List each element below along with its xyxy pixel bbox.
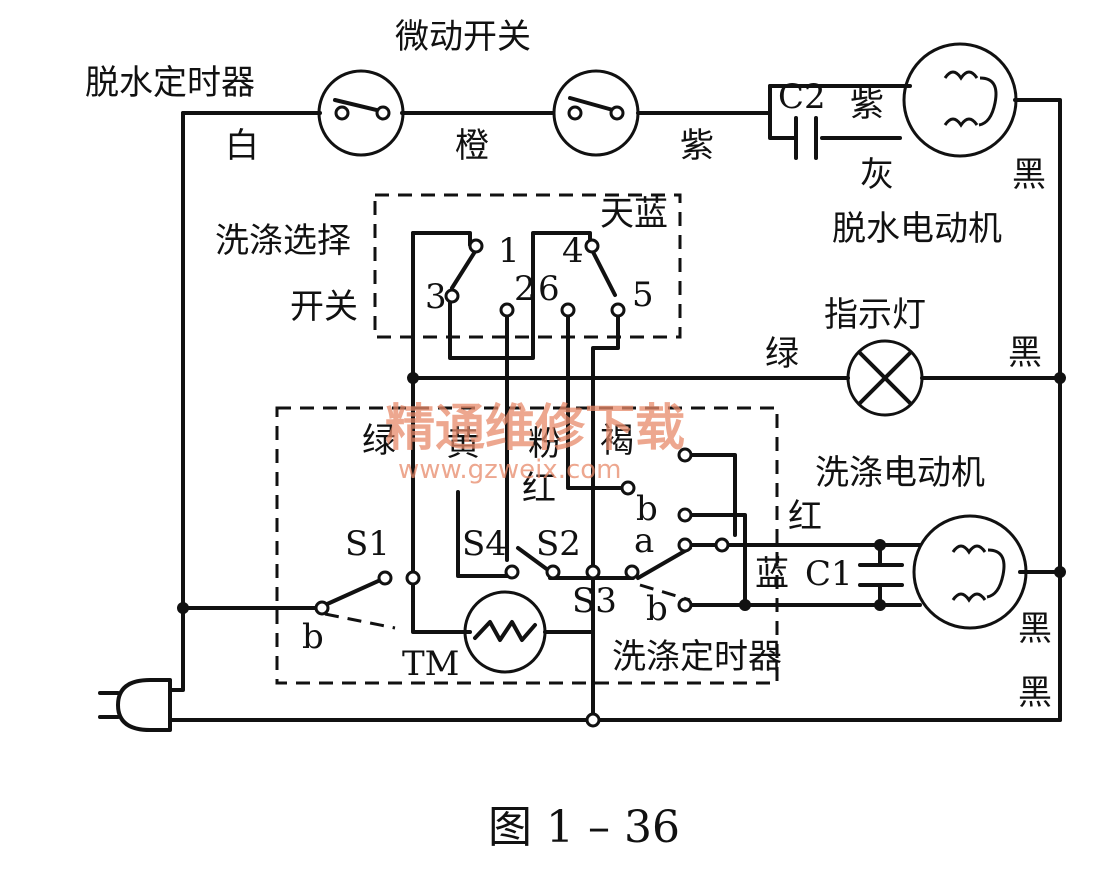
wash-select-switch-box bbox=[373, 193, 682, 339]
sky-blue-label: 天蓝 bbox=[600, 194, 668, 234]
contact-b-label-2: b bbox=[646, 589, 668, 629]
junction-nodes bbox=[177, 372, 1066, 614]
contact-b-label-3: b bbox=[302, 617, 324, 657]
wire-black-label-1: 黑 bbox=[1012, 155, 1046, 195]
wire-yellow-label: 黄 bbox=[446, 424, 480, 464]
capacitor-c1 bbox=[858, 563, 904, 587]
figure-caption: 图 1 – 36 bbox=[488, 802, 680, 853]
terminals bbox=[314, 238, 730, 728]
contact-a-label: a bbox=[634, 521, 654, 561]
spin-timer-symbol bbox=[317, 69, 405, 157]
watermark-url: www.gzweix.com bbox=[398, 455, 622, 485]
wire-blue-label: 蓝 bbox=[755, 554, 789, 594]
wire-red-label-1: 红 bbox=[522, 469, 556, 509]
wash-motor-label: 洗涤电动机 bbox=[815, 453, 985, 493]
wash-timer-box bbox=[275, 406, 779, 685]
terminal-1-label: 1 bbox=[498, 231, 520, 271]
timer-motor-tm bbox=[463, 590, 547, 674]
wash-select-label-1: 洗涤选择 bbox=[215, 221, 351, 261]
wire-black-label-4: 黑 bbox=[1018, 673, 1052, 713]
wire-black-label-2: 黑 bbox=[1008, 333, 1042, 373]
power-plug bbox=[98, 678, 172, 732]
wire-green-label-1: 绿 bbox=[765, 334, 799, 374]
tm-label: TM bbox=[402, 644, 460, 684]
spin-motor-label: 脱水电动机 bbox=[832, 209, 1002, 249]
c1-label: C1 bbox=[805, 554, 853, 594]
wire-brown-label: 褐 bbox=[600, 421, 634, 461]
wire-white-label: 白 bbox=[225, 126, 259, 166]
spin-motor-symbol bbox=[902, 42, 1018, 158]
wire-purple-label-2: 紫 bbox=[850, 85, 884, 125]
wire-purple-label-1: 紫 bbox=[680, 126, 714, 166]
terminal-4-label: 4 bbox=[562, 231, 584, 271]
terminal-3-label: 3 bbox=[425, 277, 447, 317]
wash-select-label-2: 开关 bbox=[290, 287, 358, 327]
indicator-lamp-symbol bbox=[846, 339, 924, 417]
wire-green-label-2: 绿 bbox=[362, 421, 396, 461]
spin-timer-label: 脱水定时器 bbox=[85, 63, 255, 103]
micro-switch-label: 微动开关 bbox=[395, 17, 531, 57]
micro-switch-symbol bbox=[552, 69, 640, 157]
wire-orange-label: 橙 bbox=[455, 126, 489, 166]
indicator-label: 指示灯 bbox=[824, 295, 926, 335]
wire-red-label-2: 红 bbox=[788, 497, 822, 537]
wire-black-label-3: 黑 bbox=[1018, 609, 1052, 649]
wash-timer-label: 洗涤定时器 bbox=[612, 637, 782, 677]
c2-label: C2 bbox=[778, 77, 826, 117]
capacitor-c2 bbox=[788, 116, 818, 160]
terminal-5-label: 5 bbox=[632, 275, 654, 315]
s1-label: S1 bbox=[345, 524, 390, 564]
wire-pink-label: 粉 bbox=[528, 424, 562, 464]
wires bbox=[168, 84, 1062, 722]
watermark: 精通维修下载 www.gzweix.com bbox=[385, 399, 685, 485]
terminal-6-label: 6 bbox=[538, 269, 560, 309]
s4-label: S4 bbox=[462, 524, 507, 564]
s2-label: S2 bbox=[536, 524, 581, 564]
terminal-2-label: 2 bbox=[514, 269, 536, 309]
watermark-title: 精通维修下载 bbox=[385, 399, 685, 457]
s3-label: S3 bbox=[572, 581, 617, 621]
wash-motor-symbol bbox=[912, 514, 1028, 630]
wire-gray-label: 灰 bbox=[860, 155, 894, 195]
contact-b-label-1: b bbox=[636, 489, 658, 529]
